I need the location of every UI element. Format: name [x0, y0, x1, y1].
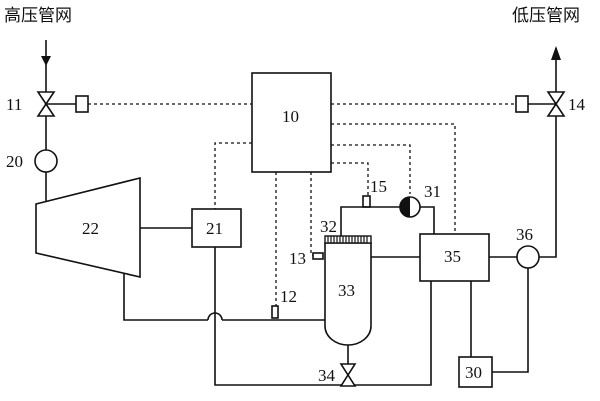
- sensor-12: [271, 305, 279, 319]
- pump-pipe-a: [340, 206, 400, 236]
- label-30: 30: [465, 363, 482, 382]
- signal-line-10-35: [331, 123, 456, 234]
- signal-line-10-21: [214, 142, 252, 209]
- heater-32-coils: [327, 236, 368, 243]
- label-14: 14: [568, 95, 586, 114]
- valve-14-top: [546, 91, 566, 106]
- label-13: 13: [289, 249, 306, 268]
- valve-11-top: [36, 91, 56, 106]
- label-10: 10: [282, 107, 299, 126]
- label-33: 33: [338, 281, 355, 300]
- signal-line-10-13: [310, 172, 319, 256]
- label-12: 12: [280, 287, 297, 306]
- exhaust-pipe-a: [123, 273, 208, 321]
- actuator-11: [75, 95, 89, 113]
- expander-turbine-22: [35, 176, 141, 279]
- sensor-13: [312, 252, 324, 260]
- signal-line-10-15: [331, 162, 369, 196]
- heading-low-pressure-network: 低压管网: [512, 6, 580, 26]
- label-36: 36: [516, 225, 533, 244]
- controller-10: [251, 72, 332, 173]
- label-11: 11: [6, 95, 22, 114]
- heater-32: [324, 235, 372, 244]
- heading-high-pressure-network: 高压管网: [4, 6, 72, 26]
- tank-33: [324, 242, 372, 346]
- flowmeter-36: [516, 245, 540, 269]
- valve-14-bottom: [546, 102, 566, 117]
- label-21: 21: [206, 219, 223, 238]
- label-15: 15: [370, 177, 387, 196]
- bottom-return-pipe: [214, 247, 432, 386]
- sensor-15: [362, 195, 371, 208]
- generator-21: [191, 208, 242, 248]
- label-31: 31: [424, 182, 441, 201]
- pump-31-fill: [400, 197, 410, 217]
- label-20: 20: [6, 152, 23, 171]
- valve-34-top: [339, 363, 357, 377]
- pipe-36-14: [539, 116, 557, 258]
- actuator-14: [515, 95, 529, 113]
- pump-pipe-b: [420, 206, 435, 234]
- label-32: 32: [320, 217, 337, 236]
- pipe-30-36: [492, 268, 529, 373]
- signal-line-10-31: [331, 144, 411, 194]
- label-35: 35: [444, 247, 461, 266]
- valve-11-bottom: [36, 102, 56, 117]
- unit-30: [458, 356, 493, 388]
- label-22: 22: [82, 219, 99, 238]
- flowmeter-20: [34, 149, 58, 173]
- label-34: 34: [318, 366, 336, 385]
- valve-34-bottom: [339, 373, 357, 387]
- outlet-arrow: [551, 46, 561, 60]
- inlet-arrow: [41, 56, 51, 66]
